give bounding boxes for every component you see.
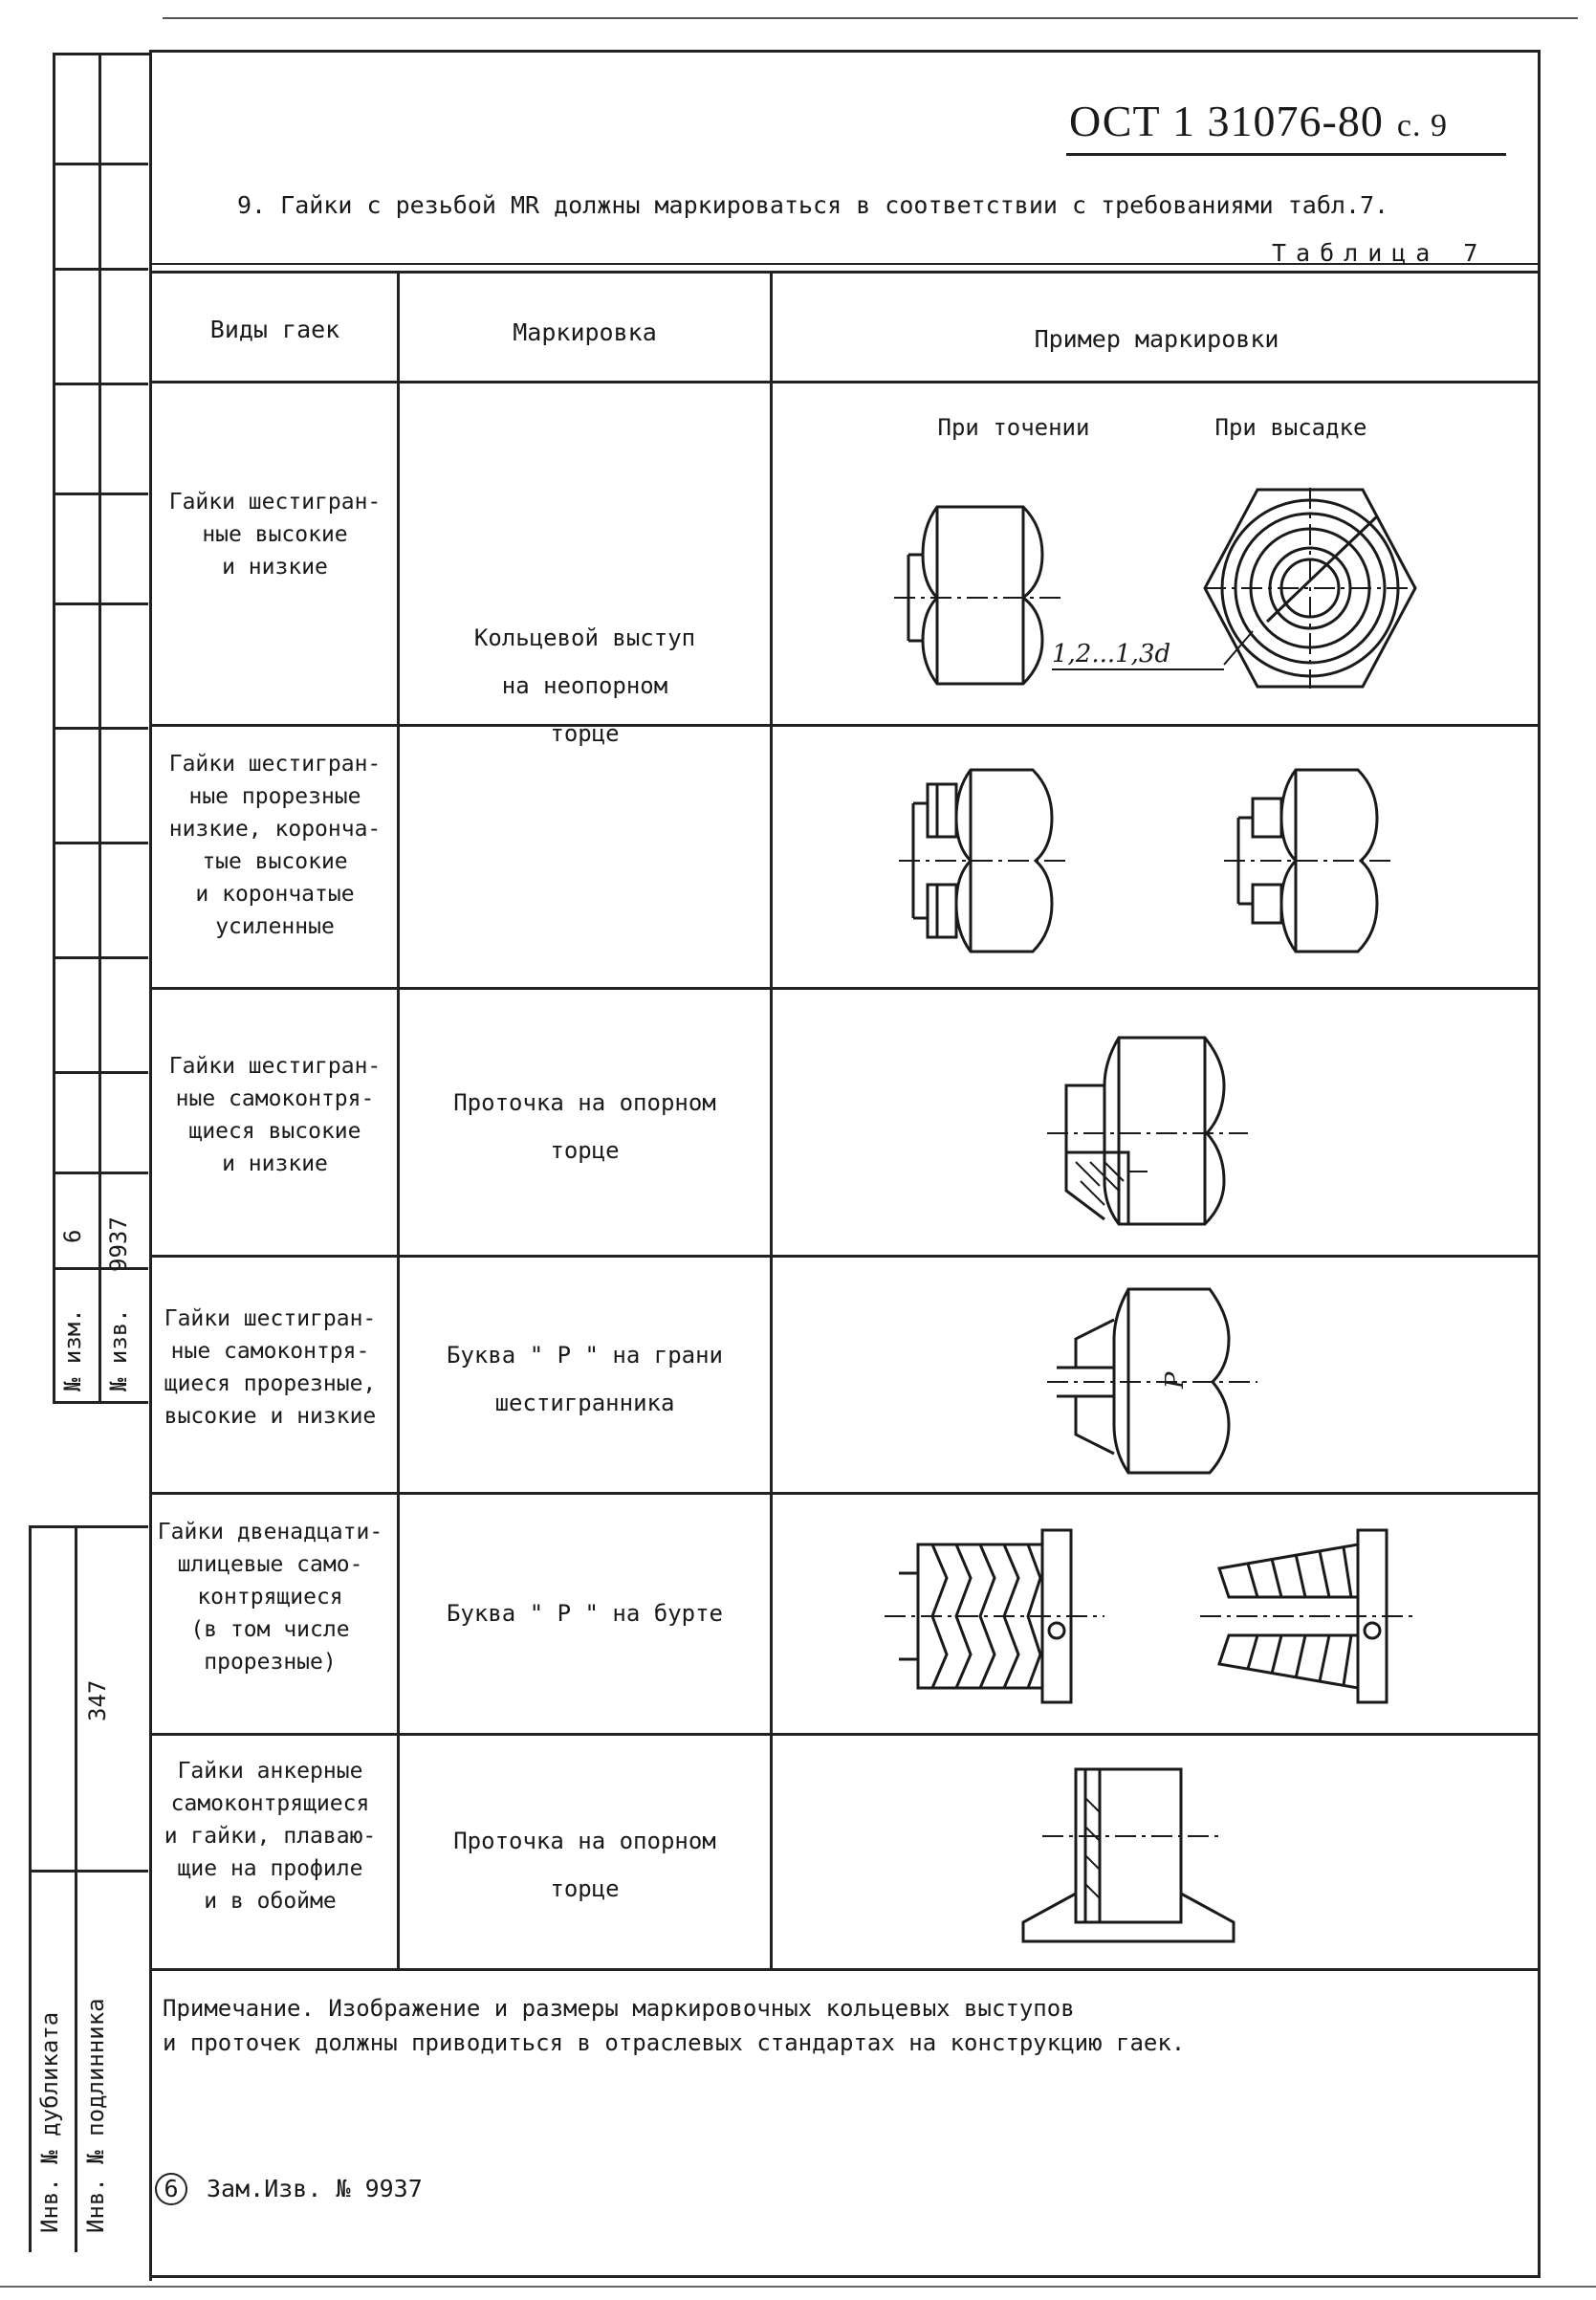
- self-locking-nut-drawing: [1047, 1036, 1248, 1226]
- page-frame: [149, 50, 1541, 2278]
- stamp-text: Зам.Изв. № 9937: [207, 2175, 423, 2202]
- stamp-circle-number: 6: [155, 2173, 187, 2205]
- intro-paragraph: 9. Гайки с резьбой MR должны маркировать…: [237, 191, 1389, 219]
- doc-code-underline: [1066, 153, 1506, 156]
- table-top-border: [149, 271, 1541, 274]
- row-6-marking: Проточка на опорном торце: [453, 1828, 716, 1902]
- table-header-bottom: [149, 381, 1541, 383]
- table-title: Таблица 7: [1272, 239, 1488, 267]
- hex-nut-top-view: 1,2...1,3d: [1052, 488, 1417, 689]
- margin-lower-top: [29, 1525, 148, 1528]
- margin-tick-10: [53, 1172, 148, 1174]
- margin-tick-5: [53, 602, 148, 605]
- dim-label: 1,2...1,3d: [1052, 640, 1170, 668]
- row-5-bottom: [149, 1733, 1541, 1736]
- margin-inv-dup-label: Инв. № дубликата: [36, 2011, 63, 2233]
- doc-code: ОСТ 1 31076-80 с. 9: [1069, 96, 1448, 146]
- merged-marking-rings: Кольцевой выступ на неопорном торце: [473, 624, 696, 747]
- col-header-types: Виды гаек: [209, 316, 340, 343]
- col-header-marking: Маркировка: [513, 318, 657, 346]
- margin-lower-mid: [75, 1525, 77, 2252]
- subheader-turning: При точении: [937, 414, 1090, 441]
- row-4-bottom: [149, 1492, 1541, 1495]
- bottom-edge: [0, 2286, 1596, 2288]
- change-stamp: 6 Зам.Изв. № 9937: [155, 2173, 423, 2205]
- row-4-marking: Буква " Р " на грани шестигранника: [447, 1342, 723, 1416]
- margin-change-value: 6: [59, 1229, 86, 1243]
- row-2-bottom: [149, 987, 1541, 990]
- row-1-type: Гайки шестигран- ные высокие и низкие: [168, 490, 382, 580]
- col-2-divider: [770, 271, 773, 1969]
- row-3-marking: Проточка на опорном торце: [453, 1089, 716, 1164]
- margin-tick-1: [53, 163, 148, 165]
- margin-bottom-line-1: [53, 1401, 148, 1404]
- self-locking-slotted-nut-drawing: P: [1047, 1287, 1257, 1475]
- margin-change-label: № изм.: [59, 1308, 86, 1391]
- margin-tick-11: [53, 1267, 148, 1270]
- margin-inv-number: 347: [84, 1679, 111, 1721]
- margin-tick-4: [53, 493, 148, 495]
- twelve-spline-slotted-nut: [1200, 1528, 1415, 1704]
- slotted-nut-upsetting: [1224, 768, 1396, 953]
- row-6-type: Гайки анкерные самоконтрящиеся и гайки, …: [164, 1759, 377, 1914]
- hex-nut-side-view: [894, 505, 1066, 686]
- margin-lower-outer: [29, 1525, 32, 2252]
- anchor-nut-drawing: [1021, 1767, 1235, 1943]
- intro-rule: [149, 263, 1541, 265]
- row-3-type: Гайки шестигран- ные самоконтря- щиеся в…: [168, 1054, 382, 1176]
- margin-tick-3: [53, 383, 148, 385]
- row-5-marking: Буква " Р " на бурте: [447, 1600, 723, 1627]
- row-6-bottom: [149, 1968, 1541, 1971]
- margin-top-line: [53, 53, 151, 55]
- margin-tick-8: [53, 956, 148, 959]
- row-2-type: Гайки шестигран- ные прорезные низкие, к…: [168, 752, 382, 939]
- slotted-nut-turning: [899, 768, 1071, 953]
- margin-tick-2: [53, 268, 148, 271]
- page-number: с. 9: [1396, 108, 1448, 143]
- margin-notice-label: № изв.: [105, 1308, 132, 1391]
- row-4-type: Гайки шестигран- ные самоконтря- щиеся п…: [164, 1306, 377, 1429]
- margin-lower-tick: [29, 1870, 148, 1873]
- row-5-type: Гайки двенадцати- шлицевые само- контрящ…: [157, 1520, 383, 1675]
- margin-tick-9: [53, 1071, 148, 1074]
- subheader-upsetting: При высадке: [1214, 414, 1367, 441]
- twelve-spline-nut: [885, 1528, 1104, 1704]
- col-1-divider: [397, 271, 400, 1969]
- top-edge: [163, 17, 1578, 19]
- col-header-example: Пример маркировки: [1034, 325, 1279, 353]
- margin-tick-6: [53, 727, 148, 730]
- margin-tick-7: [53, 842, 148, 844]
- frame-left-line: [149, 50, 152, 2281]
- margin-inv-orig-label: Инв. № подлинника: [82, 1998, 109, 2233]
- table-note: Примечание. Изображение и размеры маркир…: [163, 1995, 1186, 2056]
- doc-code-text: ОСТ 1 31076-80: [1069, 97, 1384, 145]
- row-3-bottom: [149, 1255, 1541, 1258]
- letter-p: P: [1161, 1371, 1190, 1390]
- row-1-bottom: [149, 724, 1541, 727]
- margin-notice-value: 9937: [105, 1216, 132, 1272]
